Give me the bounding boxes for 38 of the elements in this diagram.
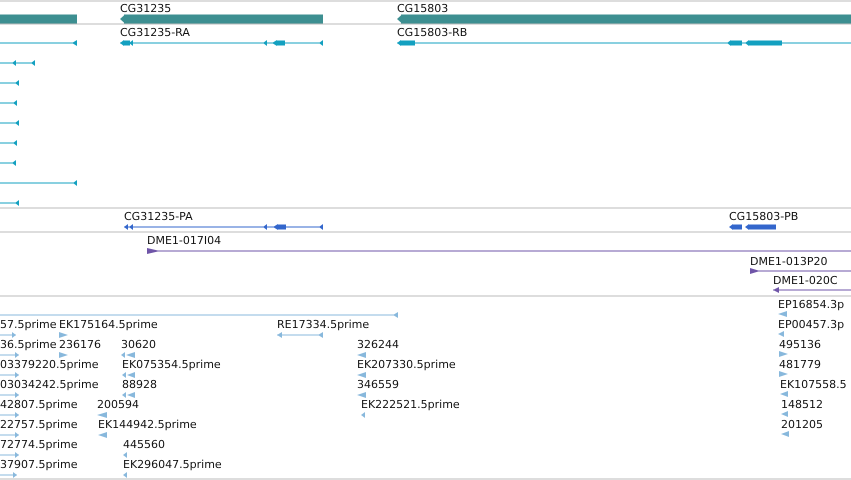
est-label: 346559 bbox=[357, 378, 399, 391]
est-label: EK296047.5prime bbox=[123, 458, 222, 471]
est-label: 36.5prime bbox=[0, 338, 57, 351]
feature-label: CG31235-RA bbox=[120, 26, 190, 39]
feature-label: CG15803-RB bbox=[397, 26, 468, 39]
est-label: 37907.5prime bbox=[0, 458, 78, 471]
feature-label: CG31235-PA bbox=[124, 210, 193, 223]
est-label: EK075354.5prime bbox=[122, 358, 221, 371]
est-label: 72774.5prime bbox=[0, 438, 78, 451]
est-label: 445560 bbox=[123, 438, 165, 451]
est-label: 326244 bbox=[357, 338, 399, 351]
est-label: 201205 bbox=[781, 418, 823, 431]
est-label: 481779 bbox=[779, 358, 821, 371]
est-label: 22757.5prime bbox=[0, 418, 78, 431]
est-label: 236176 bbox=[59, 338, 101, 351]
est-label: 148512 bbox=[781, 398, 823, 411]
est-label: EK222521.5prime bbox=[361, 398, 460, 411]
est-label: 42807.5prime bbox=[0, 398, 78, 411]
est-label: 88928 bbox=[122, 378, 157, 391]
est-label: EP00457.3p bbox=[778, 318, 844, 331]
feature-label: DME1-013P20 bbox=[750, 255, 828, 268]
est-label: EK207330.5prime bbox=[357, 358, 456, 371]
est-label: 30620 bbox=[121, 338, 156, 351]
feature-label: DME1-017I04 bbox=[147, 234, 222, 247]
est-label: EK175164.5prime bbox=[59, 318, 158, 331]
est-label: 57.5prime bbox=[0, 318, 57, 331]
feature-label: DME1-020C bbox=[773, 274, 838, 287]
feature-label: CG15803 bbox=[397, 2, 448, 15]
feature-label: CG15803-PB bbox=[729, 210, 798, 223]
feature-label: CG31235 bbox=[120, 2, 172, 15]
est-label: 495136 bbox=[779, 338, 821, 351]
est-label: RE17334.5prime bbox=[277, 318, 370, 331]
est-label: 03379220.5prime bbox=[0, 358, 99, 371]
est-label: EP16854.3p bbox=[778, 298, 844, 311]
est-label: 03034242.5prime bbox=[0, 378, 99, 391]
est-label: 200594 bbox=[97, 398, 139, 411]
est-label: EK107558.5 bbox=[780, 378, 847, 391]
est-label: EK144942.5prime bbox=[98, 418, 197, 431]
